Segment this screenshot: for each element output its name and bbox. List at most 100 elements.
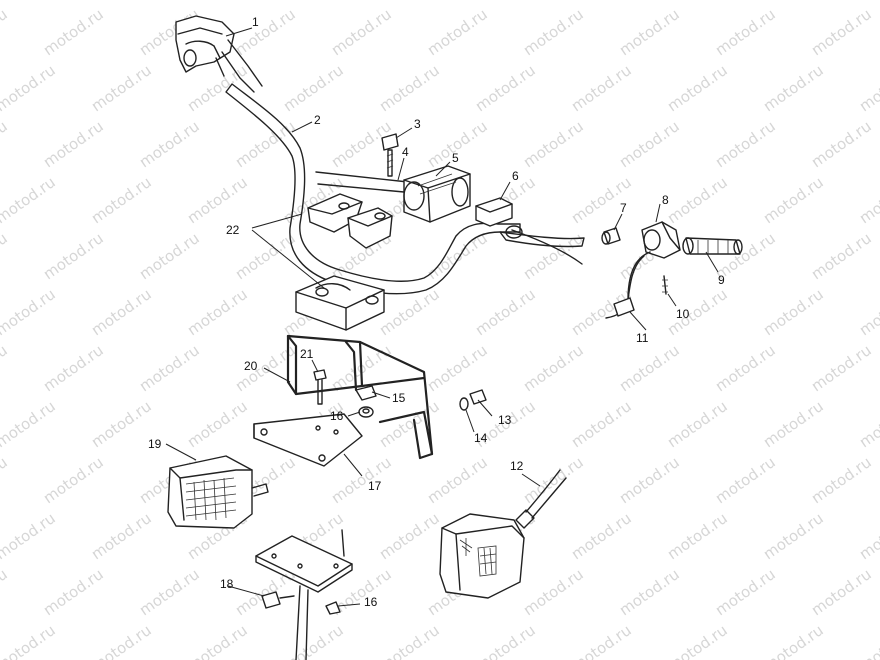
watermark-text: motod.ru [40, 117, 107, 171]
callout-19: 19 [148, 437, 162, 451]
watermark-text: motod.ru [136, 341, 203, 395]
callout-17: 17 [368, 479, 382, 493]
watermark-text: motod.ru [808, 453, 875, 507]
watermark-text: motod.ru [616, 453, 683, 507]
watermark-text: motod.ru [520, 565, 587, 619]
watermark-text: motod.ru [184, 397, 251, 451]
callout-16-lower: 16 [364, 595, 378, 609]
callout-1: 1 [252, 15, 259, 29]
watermark-text: motod.ru [616, 5, 683, 59]
watermark-text: motod.ru [0, 173, 59, 227]
bushing-7 [601, 227, 621, 245]
watermark-text: motod.ru [664, 397, 731, 451]
watermark-text: motod.ru [616, 341, 683, 395]
callout-4: 4 [402, 145, 409, 159]
watermark-text: motod.ru [88, 509, 155, 563]
watermark-text: motod.ru [760, 509, 827, 563]
nut-13 [459, 389, 487, 411]
callout-10: 10 [676, 307, 690, 321]
watermark-text: motod.ru [568, 509, 635, 563]
callout-21: 21 [300, 347, 314, 361]
watermark-text: motod.ru [424, 453, 491, 507]
callout-15: 15 [392, 391, 406, 405]
watermark-text: motod.ru [184, 173, 251, 227]
watermark-text: motod.ru [760, 0, 827, 3]
watermark-text: motod.ru [88, 285, 155, 339]
watermark-text: motod.ru [0, 5, 11, 59]
callout-22: 22 [226, 223, 240, 237]
watermark-text: motod.ru [568, 621, 635, 660]
watermark-text: motod.ru [0, 341, 11, 395]
throttle-housing [641, 221, 681, 259]
connector-18 [261, 591, 295, 609]
headlight-frame [286, 334, 434, 460]
watermark-text: motod.ru [280, 0, 347, 3]
callout-9: 9 [718, 273, 725, 287]
watermark-text: motod.ru [0, 117, 11, 171]
watermark-text: motod.ru [856, 0, 880, 3]
screw-10 [662, 275, 668, 295]
watermark-text: motod.ru [760, 173, 827, 227]
nut-15 [355, 385, 377, 418]
watermark-text: motod.ru [808, 229, 875, 283]
watermark-text: motod.ru [0, 285, 59, 339]
lower-bracket [255, 529, 353, 660]
watermark-text: motod.ru [136, 117, 203, 171]
watermark-text: motod.ru [568, 0, 635, 3]
watermark-text: motod.ru [472, 0, 539, 3]
upper-clamp [307, 193, 393, 249]
watermark-text: motod.ru [328, 453, 395, 507]
watermark-text: motod.ru [664, 61, 731, 115]
callout-13: 13 [498, 413, 512, 427]
watermark-text: motod.ru [664, 621, 731, 660]
callout-8: 8 [662, 193, 669, 207]
watermark-text: motod.ru [568, 61, 635, 115]
watermark-text: motod.ru [616, 565, 683, 619]
watermark-text: motod.ru [376, 621, 443, 660]
watermark-text: motod.ru [376, 397, 443, 451]
callout-6: 6 [512, 169, 519, 183]
watermark-text: motod.ru [40, 453, 107, 507]
watermark-text: motod.ru [376, 0, 443, 3]
watermark-text: motod.ru [520, 341, 587, 395]
watermark-text: motod.ru [712, 453, 779, 507]
watermark-text: motod.ru [136, 565, 203, 619]
callouts: 1 2 3 4 5 6 7 8 9 10 11 12 13 14 15 16 1… [148, 15, 725, 609]
callout-2: 2 [314, 113, 321, 127]
watermark-text: motod.ru [0, 621, 59, 660]
handlebar-pad [403, 165, 471, 223]
watermark-text: motod.ru [712, 341, 779, 395]
watermark-text: motod.ru [808, 117, 875, 171]
watermark-text: motod.ru [184, 0, 251, 3]
watermark-text: motod.ru [376, 509, 443, 563]
watermark-text: motod.ru [808, 5, 875, 59]
watermark-text: motod.ru [88, 0, 155, 3]
watermark-text: motod.ru [232, 565, 299, 619]
watermark-text: motod.ru [328, 5, 395, 59]
watermark-text: motod.ru [0, 509, 59, 563]
watermark-text: motod.ru [0, 0, 59, 3]
watermark-text: motod.ru [856, 621, 880, 660]
watermark-text: motod.ru [184, 621, 251, 660]
watermark-text: motod.ru [808, 341, 875, 395]
callout-18: 18 [220, 577, 234, 591]
watermark-text: motod.ru [0, 61, 59, 115]
watermark-text: motod.ru [760, 621, 827, 660]
right-headlight [439, 469, 567, 599]
watermark-text: motod.ru [664, 509, 731, 563]
watermark-text: motod.ru [760, 61, 827, 115]
watermark-text: motod.ru [856, 509, 880, 563]
callout-16: 16 [330, 409, 344, 423]
watermark-text: motod.ru [808, 565, 875, 619]
watermark-text: motod.ru [88, 397, 155, 451]
watermark-text: motod.ru [136, 229, 203, 283]
watermark-text: motod.ru [472, 621, 539, 660]
watermark-text: motod.ru [424, 341, 491, 395]
parts [167, 15, 743, 660]
watermark-text: motod.ru [520, 453, 587, 507]
watermark-text: motod.ru [712, 5, 779, 59]
watermark-text: motod.ru [184, 61, 251, 115]
brake-lever [475, 197, 585, 265]
watermark-text: motod.ru [88, 173, 155, 227]
